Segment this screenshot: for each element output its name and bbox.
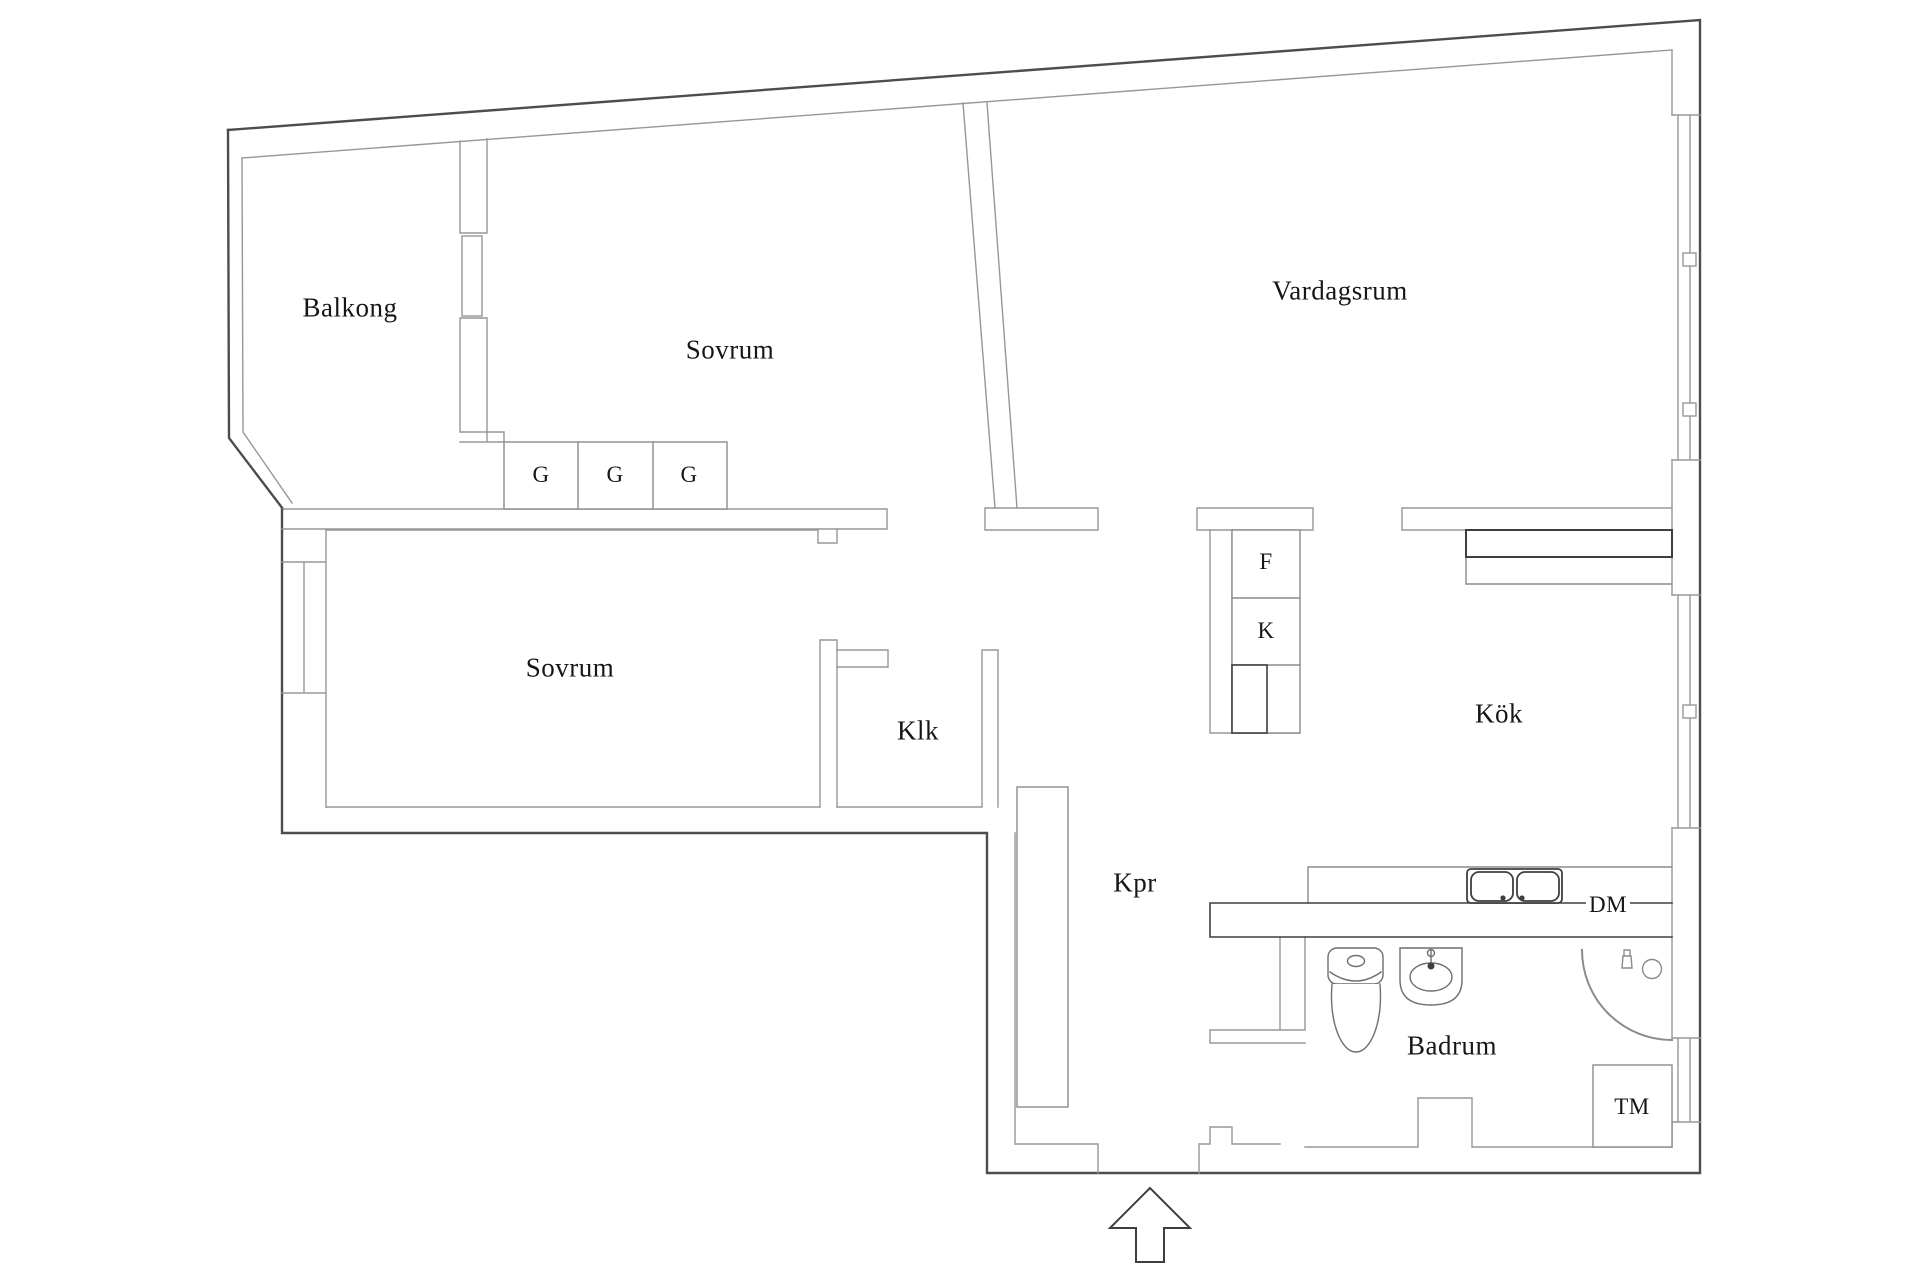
east-windows — [1671, 114, 1701, 1123]
washing-machine — [1592, 1064, 1673, 1148]
shower-door-arc — [1580, 948, 1674, 1042]
label-dm: DM — [1585, 892, 1631, 918]
balcony-outer-wall — [226, 128, 285, 511]
label-f: F — [1259, 549, 1273, 574]
shaft-duct-box — [1231, 664, 1268, 734]
balcony-inner-wall — [241, 157, 293, 504]
west-wall-inner — [281, 529, 327, 808]
window-sash-icon — [1682, 704, 1697, 719]
room-label-sovrum-upper: Sovrum — [685, 334, 775, 365]
badrum-west-wall — [1209, 936, 1306, 1044]
shower-corner — [1580, 948, 1674, 1042]
fixtures — [503, 441, 1674, 1148]
interior-walls — [241, 49, 1701, 1174]
room-label-klk: Klk — [897, 715, 939, 746]
balcony-door-sill — [461, 235, 483, 317]
badrum-bottom-inner — [1304, 1097, 1673, 1148]
room-label-kok: Kök — [1475, 698, 1523, 729]
hall-cabinet — [1016, 786, 1069, 1108]
klk-top-jamb — [817, 528, 838, 544]
sovrum2-klk-wall — [819, 639, 838, 808]
kitchen-counter — [1307, 866, 1673, 904]
entry-east-inner — [1198, 1126, 1281, 1174]
kitchen-north-wall — [1401, 507, 1673, 531]
label-k: K — [1257, 618, 1275, 643]
window-sash-icon — [1682, 252, 1697, 267]
kitchen-sink-fixture — [1466, 868, 1563, 904]
mid-wall-band — [281, 508, 888, 530]
shaft-cap-wall — [1196, 507, 1314, 531]
room-label-badrum: Badrum — [1407, 1030, 1497, 1061]
balcony-sovrum-wall — [459, 138, 505, 443]
wardrobe-g-row — [503, 441, 728, 510]
room-label-balkong: Balkong — [302, 292, 398, 323]
shower-drain — [1641, 958, 1663, 980]
label-g3: G — [680, 462, 698, 487]
toilet-fixture — [1327, 947, 1384, 1053]
exterior-walls — [226, 18, 1702, 1175]
hall-west-inner — [1014, 832, 1099, 1174]
kitchen-cabinet-lower — [1465, 556, 1673, 585]
sovrum-vardagsrum-wall — [962, 102, 1099, 531]
label-tm: TM — [1614, 1094, 1650, 1119]
window-sash-icon — [1682, 402, 1697, 417]
entrance-arrow-icon — [1107, 1186, 1193, 1263]
kitchen-cabinet-upper — [1465, 529, 1673, 558]
dark-fixtures — [1107, 529, 1673, 1263]
outer-boundary — [226, 18, 1702, 1175]
room-label-vardagsrum: Vardagsrum — [1272, 275, 1408, 306]
klk-walls — [836, 649, 999, 808]
top-wall-inner — [241, 49, 1673, 159]
shower-mixer-icon — [1621, 949, 1633, 969]
room-label-kpr: Kpr — [1113, 867, 1157, 898]
label-g2: G — [606, 462, 624, 487]
room-label-sovrum-lower: Sovrum — [525, 652, 615, 683]
label-g1: G — [532, 462, 550, 487]
hand-sink-fixture — [1399, 947, 1463, 1006]
sovrum2-walls — [325, 529, 821, 808]
